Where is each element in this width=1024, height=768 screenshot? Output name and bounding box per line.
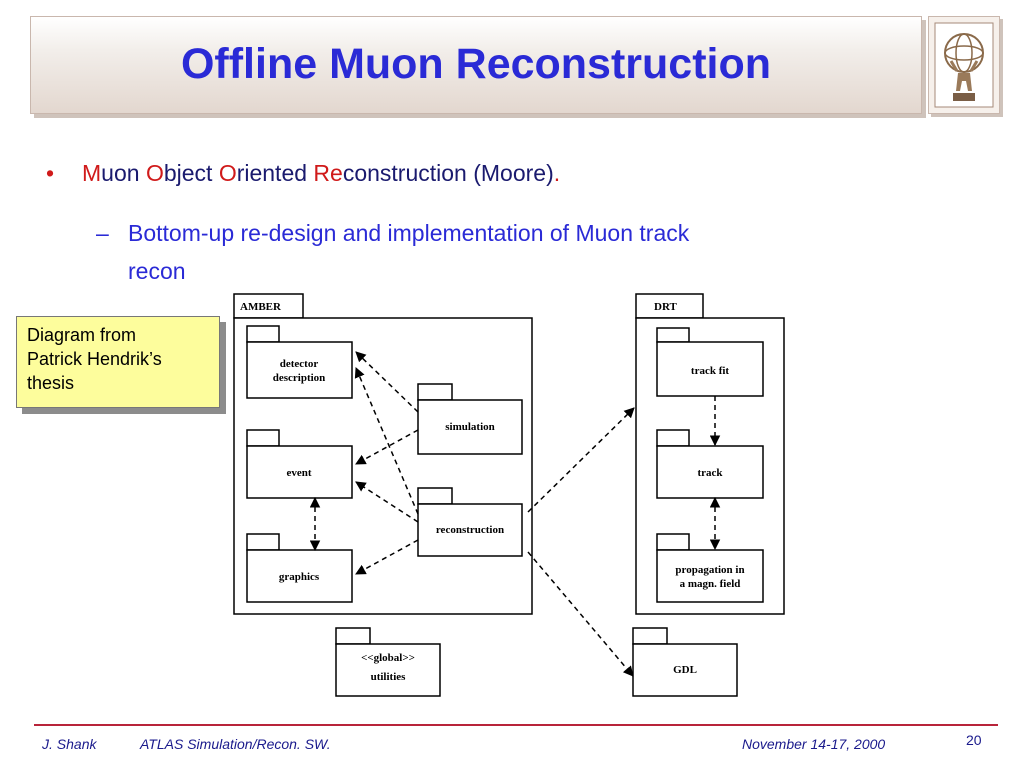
page-number: 20	[966, 732, 982, 748]
note-line-2: Patrick Hendrik’s	[27, 349, 162, 369]
propagation-package	[656, 549, 764, 603]
track-fit-label: track fit	[691, 365, 730, 377]
note-line-3: thesis	[27, 373, 75, 393]
drt-tab	[635, 293, 704, 319]
bullet-moore: • Muon Object Oriented Reconstruction (Mo…	[46, 160, 560, 187]
note-line-1: Diagram from	[27, 325, 137, 345]
slide-title: Offline Muon Reconstruction	[180, 40, 772, 88]
acronym-letter: Re	[313, 160, 343, 186]
acronym-letter: .	[553, 160, 561, 186]
graphics-label: graphics	[279, 571, 320, 583]
simulation-package	[417, 399, 523, 455]
subbullet-line-2: recon	[128, 258, 186, 284]
track-fit-package	[656, 341, 764, 397]
reconstruction-package	[417, 503, 523, 557]
drt-label: DRT	[654, 301, 678, 313]
dependency-arrow	[355, 481, 419, 523]
detector-description-package	[246, 341, 353, 399]
reconstruction-tab	[417, 487, 453, 505]
bullet-word: construction (Moore)	[342, 160, 554, 186]
graphics-tab	[246, 533, 280, 551]
gdl-tab	[632, 627, 668, 645]
detector-description-label-2: description	[273, 372, 326, 384]
acronym-letter: M	[82, 160, 102, 186]
bullet-text: Muon Object Oriented Reconstruction (Moo…	[82, 160, 560, 186]
event-label: event	[286, 467, 311, 479]
graphics-package	[246, 549, 353, 603]
track-tab	[656, 429, 690, 447]
subbullet-redesign: –Bottom-up re-design and implementation …	[96, 214, 856, 290]
bullet-word: riented	[236, 160, 314, 186]
atlas-figure-icon	[934, 22, 994, 108]
utilities-tab	[335, 627, 371, 645]
reconstruction-label: reconstruction	[436, 524, 504, 536]
detector-description-label: detector	[280, 358, 319, 370]
propagation-label: propagation in	[675, 564, 744, 576]
acronym-letter: O	[218, 160, 237, 186]
dependency-arrow	[355, 539, 419, 575]
acronym-letter: O	[145, 160, 164, 186]
footer-project: ATLAS Simulation/Recon. SW.	[140, 736, 331, 752]
utilities-label: utilities	[371, 671, 407, 683]
footer-rule	[34, 724, 998, 726]
event-tab	[246, 429, 280, 447]
footer-date: November 14-17, 2000	[742, 736, 886, 752]
bullet-word: bject	[163, 160, 219, 186]
dependency-arrow	[355, 429, 419, 465]
gdl-package	[632, 643, 738, 697]
bullet-marker: •	[46, 160, 55, 186]
dependency-arrow	[527, 551, 634, 677]
simulation-label: simulation	[445, 421, 495, 433]
title-bar: Offline Muon Reconstruction	[30, 16, 922, 114]
diagram-overlap-mask	[200, 252, 520, 286]
simulation-tab	[417, 383, 453, 401]
propagation-label-2: a magn. field	[680, 578, 741, 590]
footer-author: J. Shank	[42, 736, 97, 752]
utilities-package	[335, 643, 441, 697]
atlas-logo	[928, 16, 1000, 114]
diagram-source-note: Diagram from Patrick Hendrik’s thesis	[16, 316, 220, 408]
detector-description-tab	[246, 325, 280, 343]
amber-label: AMBER	[240, 301, 282, 313]
subbullet-line-1: Bottom-up re-design and implementation o…	[128, 220, 690, 246]
bullet-word: uon	[101, 160, 146, 186]
event-package	[246, 445, 353, 499]
utilities-stereotype: <<global>>	[361, 652, 415, 664]
gdl-label: GDL	[673, 664, 697, 676]
propagation-tab	[656, 533, 690, 551]
track-fit-tab	[656, 327, 690, 343]
dependency-arrow	[527, 407, 635, 513]
track-label: track	[697, 467, 723, 479]
subbullet-dash: –	[96, 220, 109, 246]
